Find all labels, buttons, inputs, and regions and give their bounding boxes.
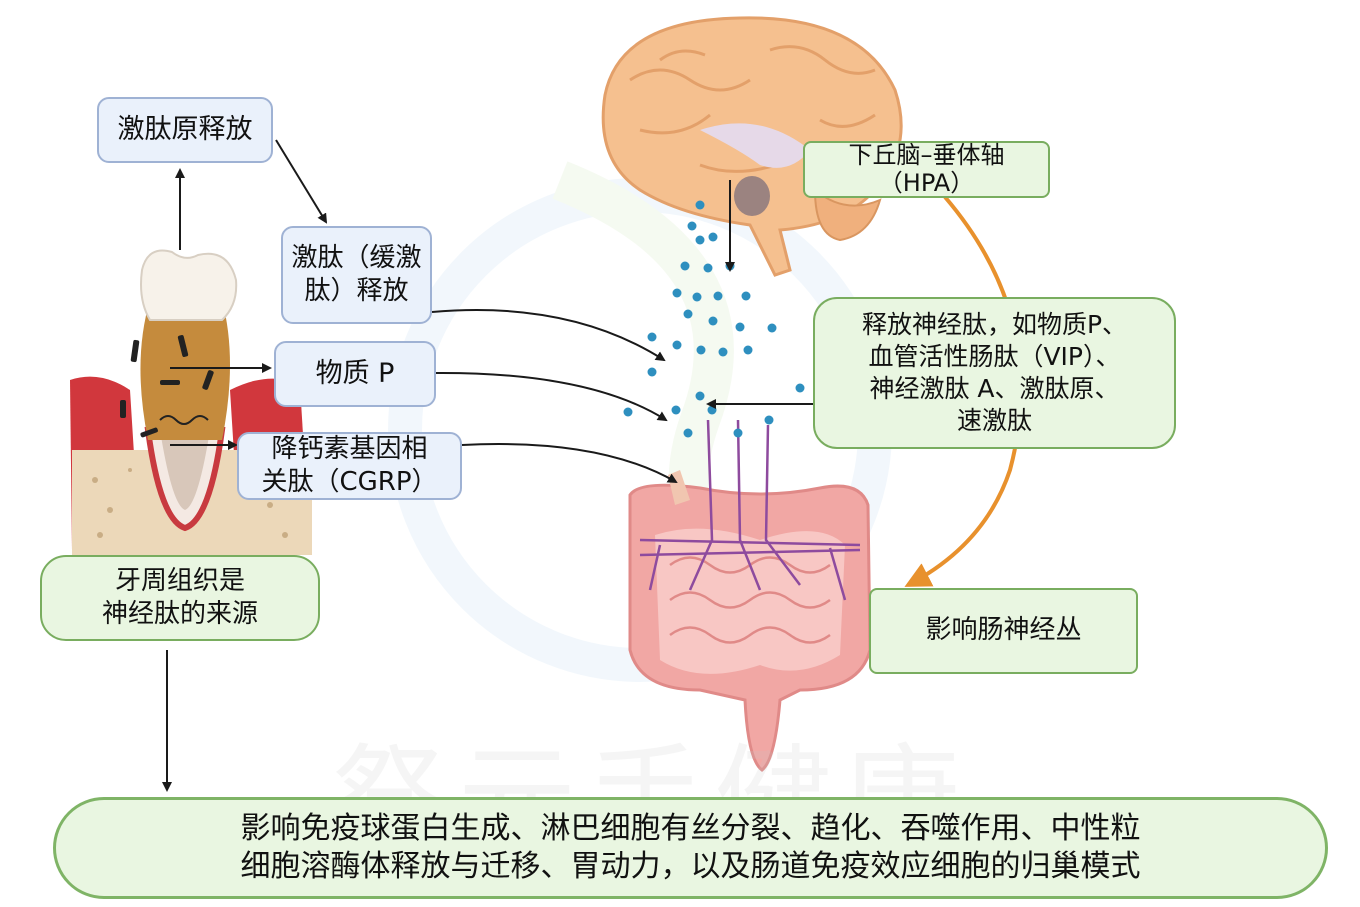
arrow-substance-p-to-gut: [435, 371, 668, 422]
black-arrows: [162, 139, 828, 792]
label-peptide-precursor-release: 激肽原释放: [97, 97, 273, 163]
neuropeptide-dots: [623, 200, 805, 438]
label-substance-p: 物质 P: [274, 341, 436, 407]
tooth-illustration: [70, 249, 312, 555]
arrow-precursor-to-kinin: [275, 139, 328, 224]
label-immune-effects: 影响免疫球蛋白生成、淋巴细胞有丝分裂、趋化、吞噬作用、中性粒 细胞溶酶体释放与迁…: [53, 797, 1328, 899]
label-hpa-axis: 下丘脑–垂体轴 （HPA）: [803, 141, 1050, 198]
label-kinin-release: 激肽（缓激 肽）释放: [281, 226, 432, 324]
label-neuropeptide-release: 释放神经肽，如物质P、 血管活性肠肽（VIP）、 神经激肽 A、激肽原、 速激肽: [813, 297, 1176, 449]
arrow-kinin-to-gut: [431, 309, 666, 362]
label-enteric-plexus: 影响肠神经丛: [869, 588, 1138, 674]
intestine-illustration: [628, 419, 872, 772]
label-cgrp: 降钙素基因相 关肽（CGRP）: [237, 432, 462, 500]
arrow-cgrp-to-gut: [461, 443, 678, 484]
label-periodontal-source: 牙周组织是 神经肽的来源: [40, 555, 320, 641]
